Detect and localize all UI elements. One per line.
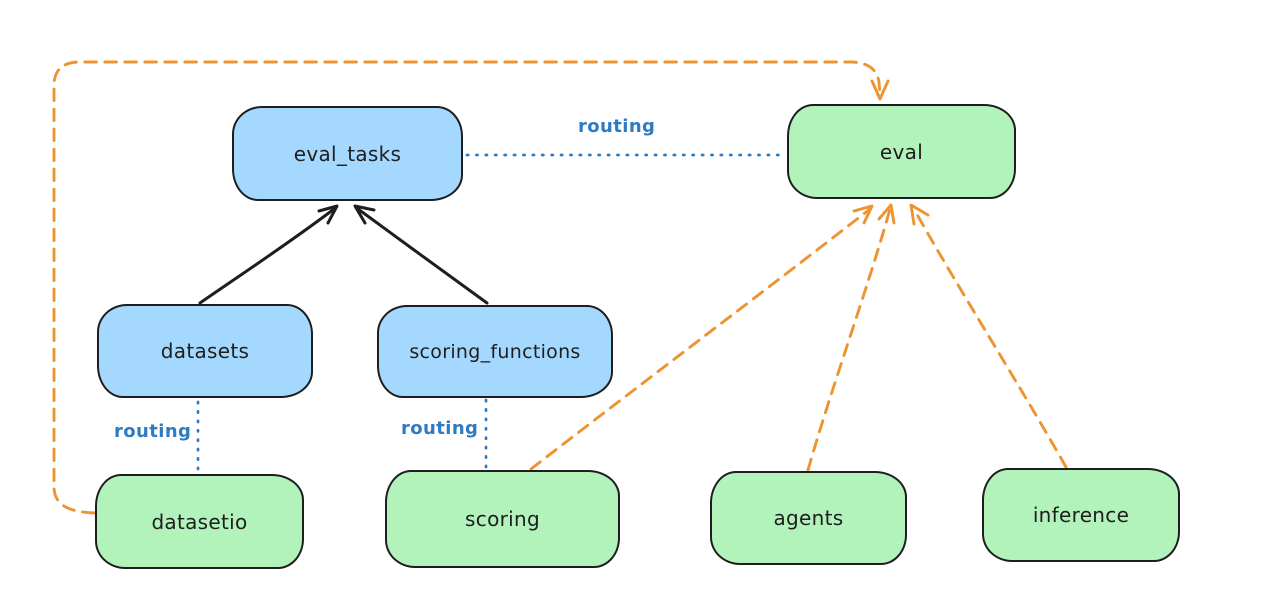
edge-datasetio-to-eval	[52, 60, 882, 515]
node-scoring-label: scoring	[465, 507, 540, 531]
node-datasetio: datasetio	[95, 474, 304, 569]
routing-label-datasets-datasetio: routing	[114, 421, 192, 442]
node-inference: inference	[982, 468, 1180, 562]
node-inference-label: inference	[1032, 503, 1130, 527]
arrowhead-scoring-functions-to-eval-tasks	[353, 204, 376, 225]
arrowhead-datasetio-to-eval	[870, 79, 890, 101]
node-scoring-functions-label: scoring_functions	[409, 340, 581, 363]
node-agents-label: agents	[773, 506, 844, 530]
node-eval: eval	[787, 104, 1016, 199]
node-eval-label: eval	[879, 139, 924, 164]
arrowhead-datasets-to-eval-tasks	[317, 204, 339, 225]
edge-datasets-to-eval-tasks	[198, 207, 336, 305]
node-scoring: scoring	[385, 470, 620, 568]
arrowhead-scoring-to-eval	[852, 204, 874, 225]
node-scoring-functions: scoring_functions	[377, 305, 613, 398]
node-eval-tasks: eval_tasks	[232, 106, 463, 201]
edge-scoring-functions-to-eval-tasks	[356, 207, 489, 305]
node-eval-tasks-label: eval_tasks	[293, 141, 402, 166]
edge-agents-to-eval	[806, 207, 892, 472]
arrowhead-inference-to-eval	[909, 203, 930, 226]
routing-label-eval-tasks-eval: routing	[578, 116, 656, 137]
node-datasetio-label: datasetio	[151, 509, 248, 534]
node-datasets: datasets	[97, 304, 313, 398]
node-agents: agents	[710, 471, 907, 565]
edge-inference-to-eval	[912, 207, 1068, 469]
routing-label-scoring-functions-scoring: routing	[401, 418, 479, 439]
arrowhead-agents-to-eval	[877, 203, 896, 225]
node-datasets-label: datasets	[160, 339, 250, 363]
